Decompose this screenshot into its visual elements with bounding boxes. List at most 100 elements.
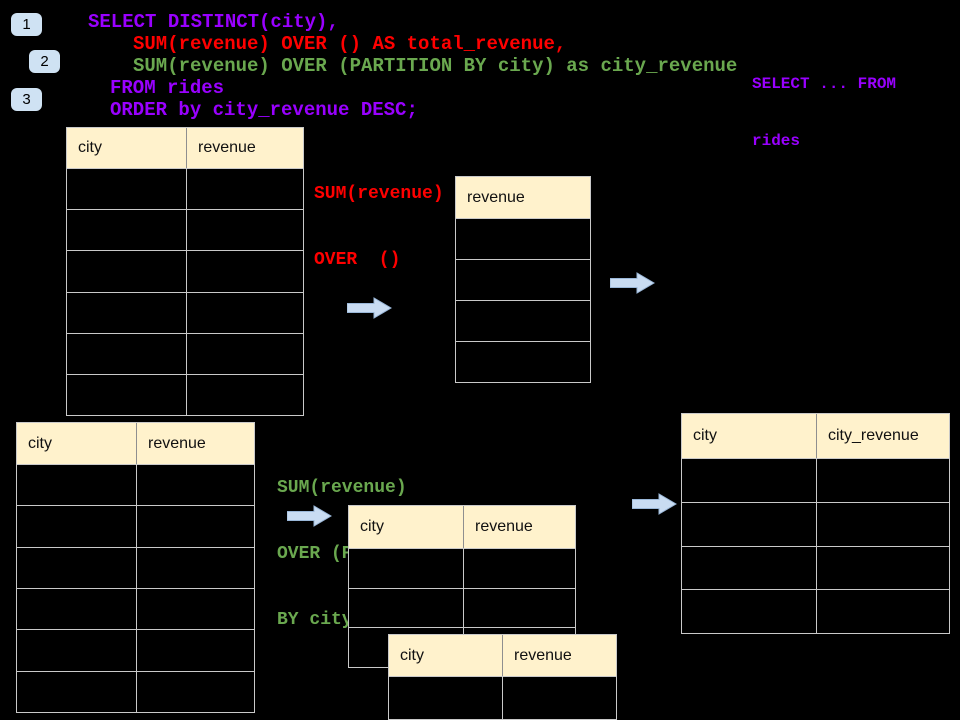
sql-line-total: SUM(revenue) OVER () AS total_revenue, [133, 33, 567, 55]
table-row [67, 250, 303, 292]
table-header-row: revenue [456, 177, 590, 218]
table-cell [456, 342, 590, 382]
table-cell [187, 375, 303, 415]
table-header-row: city revenue [349, 506, 575, 548]
annotation-total-revenue: SUM(revenue) OVER () [314, 139, 444, 315]
table-row [682, 501, 949, 546]
table-cell [137, 672, 254, 712]
arrow-right-icon [347, 297, 392, 319]
table-cell [817, 590, 949, 633]
table-cell [187, 293, 303, 333]
table-row [456, 259, 590, 300]
table-row [17, 546, 254, 588]
table-cell [137, 548, 254, 588]
table-row [67, 168, 303, 210]
table-cell [682, 546, 817, 590]
sql-line-from: FROM rides [110, 77, 225, 99]
side-note-line: SELECT ... FROM [752, 75, 897, 93]
table-row [456, 300, 590, 341]
table-row [17, 629, 254, 671]
column-header-city: city [349, 506, 464, 548]
table-header-row: city revenue [67, 128, 303, 168]
table-cell [187, 210, 303, 250]
table-cell [67, 210, 187, 251]
table-cell [67, 333, 187, 374]
step-badge-2: 2 [29, 50, 60, 73]
column-header-city: city [17, 423, 137, 464]
table-cell [456, 219, 590, 259]
step-badge-label: 1 [22, 16, 31, 33]
table-row [67, 373, 303, 416]
table-cell [67, 251, 187, 292]
column-header-city: city [67, 128, 187, 168]
table-row [17, 670, 254, 712]
table-partition-overlay: city revenue [388, 634, 617, 720]
table-cell [187, 334, 303, 374]
table-source-bottom: city revenue [16, 422, 255, 713]
table-body [389, 676, 616, 720]
table-cell [187, 251, 303, 291]
table-row [17, 505, 254, 547]
column-header-revenue: revenue [467, 188, 525, 206]
table-cell [456, 260, 590, 300]
table-cell [389, 677, 503, 719]
table-cell [17, 465, 137, 506]
table-cell [456, 301, 590, 341]
table-cell [817, 547, 949, 590]
column-header-city: city [682, 414, 817, 458]
sql-line-select: SELECT DISTINCT(city), [88, 11, 339, 33]
table-cell [17, 671, 137, 712]
step-badge-label: 3 [22, 91, 31, 108]
column-header-city-revenue: city_revenue [828, 427, 919, 444]
step-badge-1: 1 [11, 13, 42, 36]
table-cell [682, 590, 817, 633]
table-cell [137, 506, 254, 546]
table-cell [682, 502, 817, 546]
table-cell [682, 459, 817, 502]
table-cell [503, 677, 616, 719]
column-header-revenue: revenue [475, 518, 533, 535]
table-body [682, 458, 949, 633]
table-cell [817, 459, 949, 502]
table-cell [17, 547, 137, 588]
table-row [67, 291, 303, 333]
table-cell [349, 588, 464, 628]
table-cell [67, 292, 187, 333]
arrow-right-icon [610, 272, 655, 294]
table-total-revenue: revenue [455, 176, 591, 383]
column-header-city: city [389, 635, 503, 676]
table-row [67, 209, 303, 251]
table-body [67, 168, 303, 416]
table-cell [464, 589, 575, 628]
table-body [456, 218, 590, 382]
arrow-right-icon [632, 493, 677, 515]
table-source-top: city revenue [66, 127, 304, 416]
annotation-line: SUM(revenue) [277, 478, 407, 498]
table-row [456, 341, 590, 382]
table-cell [17, 506, 137, 547]
table-header-row: city revenue [389, 635, 616, 676]
table-body [17, 464, 254, 712]
annotation-line: SUM(revenue) [314, 184, 444, 204]
table-cell [137, 465, 254, 505]
table-result: city city_revenue [681, 413, 950, 634]
table-cell [17, 630, 137, 671]
sql-line-partition: SUM(revenue) OVER (PARTITION BY city) as… [133, 55, 738, 77]
table-cell [137, 589, 254, 629]
side-note: SELECT ... FROM rides [752, 37, 896, 189]
table-row [17, 587, 254, 630]
table-row [349, 548, 575, 588]
table-row [682, 458, 949, 502]
table-cell [187, 169, 303, 209]
table-row [349, 587, 575, 628]
table-row [67, 332, 303, 374]
table-cell [17, 588, 137, 630]
annotation-line: OVER () [314, 250, 401, 270]
table-header-row: city revenue [17, 423, 254, 464]
column-header-revenue: revenue [514, 646, 572, 664]
table-cell [67, 374, 187, 416]
table-header-row: city city_revenue [682, 414, 949, 458]
column-header-revenue: revenue [198, 139, 256, 156]
arrow-right-icon [287, 505, 332, 527]
